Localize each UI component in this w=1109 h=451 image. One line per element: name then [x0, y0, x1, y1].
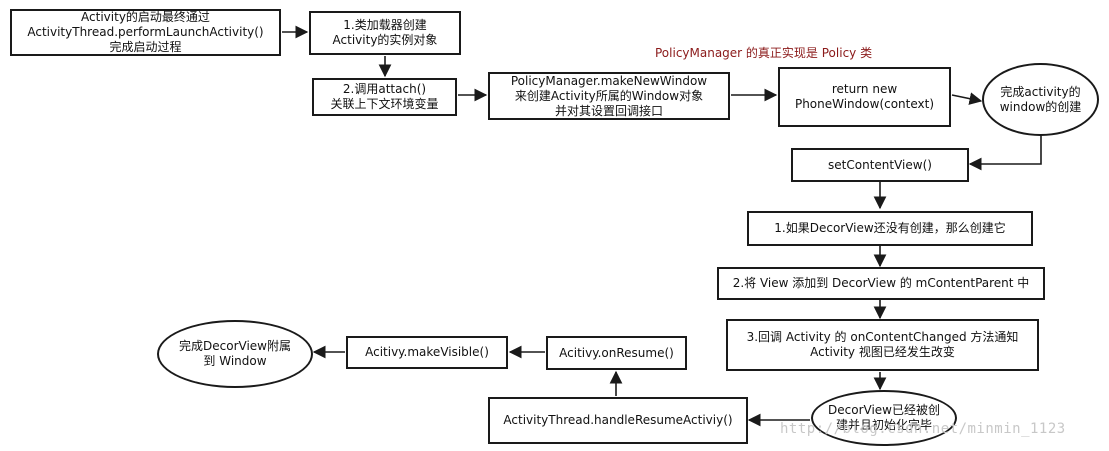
handle-resume-box: ActivityThread.handleResumeActiviy(): [488, 397, 748, 444]
create-decorview-box: 1.如果DecorView还没有创建，那么创建它: [747, 211, 1033, 246]
create-decorview-text: 1.如果DecorView还没有创建，那么创建它: [774, 221, 1006, 235]
add-view-box: 2.将 View 添加到 DecorView 的 mContentParent …: [717, 267, 1045, 300]
on-resume-text: Acitivy.onResume(): [559, 345, 674, 360]
make-visible-text: Acitivy.makeVisible(): [365, 345, 489, 359]
phone-window-text: return new PhoneWindow(context): [794, 82, 935, 111]
decorview-ready-ellipse: DecorView已经被创 建并且初始化完毕: [811, 390, 957, 446]
policy-annotation: PolicyManager 的真正实现是 Policy 类: [655, 46, 873, 60]
phone-window-box: return new PhoneWindow(context): [778, 67, 951, 127]
set-content-view-box: setContentView(): [791, 148, 969, 182]
decorview-ready-text: DecorView已经被创 建并且初始化完毕: [828, 403, 940, 432]
decorview-attached-ellipse: 完成DecorView附属 到 Window: [157, 320, 313, 388]
arrow-phone-window-to-window-done: [951, 92, 983, 105]
class-loader-box: 1.类加载器创建 Activity的实例对象: [309, 11, 461, 55]
make-visible-box: Acitivy.makeVisible(): [346, 336, 508, 369]
window-created-text: 完成activity的 window的创建: [999, 84, 1082, 114]
on-content-changed-box: 3.回调 Activity 的 onContentChanged 方法通知 Ac…: [726, 319, 1039, 371]
set-content-view-text: setContentView(): [828, 157, 932, 172]
watermark-url: http://blog.csdn.net/minmin_1123: [780, 421, 1066, 437]
attach-text: 2.调用attach() 关联上下文环境变量: [330, 82, 439, 111]
add-view-text: 2.将 View 添加到 DecorView 的 mContentParent …: [732, 276, 1030, 290]
window-created-ellipse: 完成activity的 window的创建: [982, 63, 1099, 136]
handle-resume-text: ActivityThread.handleResumeActiviy(): [503, 413, 733, 427]
arrow-window-done-to-set-content: [968, 135, 1042, 171]
make-new-window-text: PolicyManager.makeNewWindow 来创建Activity所…: [510, 73, 708, 118]
start-text: Activity的启动最终通过 ActivityThread.performLa…: [27, 10, 264, 54]
decorview-attached-text: 完成DecorView附属 到 Window: [179, 339, 291, 368]
on-resume-box: Acitivy.onResume(): [546, 336, 687, 370]
on-content-changed-text: 3.回调 Activity 的 onContentChanged 方法通知 Ac…: [746, 330, 1019, 359]
start-box: Activity的启动最终通过 ActivityThread.performLa…: [10, 9, 281, 56]
attach-box: 2.调用attach() 关联上下文环境变量: [312, 78, 457, 116]
class-loader-text: 1.类加载器创建 Activity的实例对象: [332, 18, 438, 47]
make-new-window-box: PolicyManager.makeNewWindow 来创建Activity所…: [488, 72, 730, 120]
